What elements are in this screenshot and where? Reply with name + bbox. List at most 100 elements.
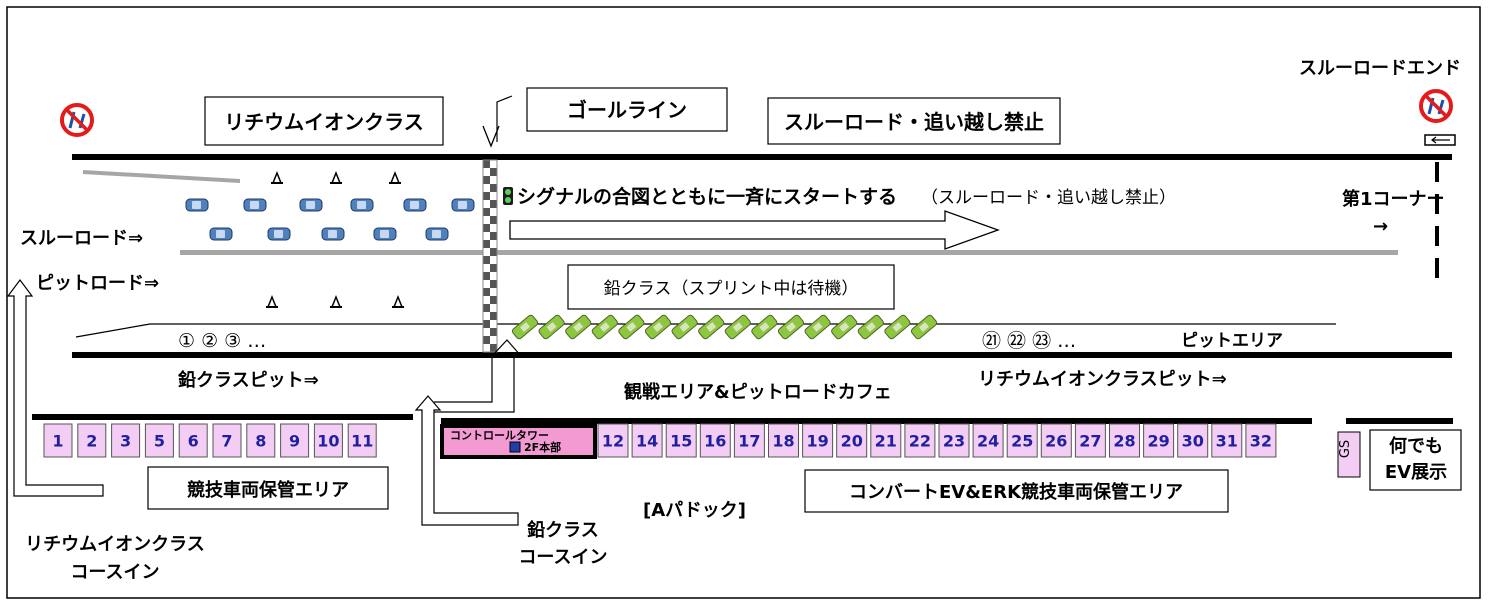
lithium-class-car-icon [243,198,267,212]
pylon-cone-icon [330,294,342,308]
paddock-number: 19 [806,432,828,451]
checker-cell [483,280,490,288]
checker-cell [483,248,490,256]
lead-class-cars [511,314,938,340]
pit-area-label: ピットエリア [1181,331,1283,351]
pylon-cones [266,170,404,308]
track-outer-edge [72,154,1452,160]
lead-class-car-icon [804,314,831,340]
lead-course-in-label-1: 鉛クラス [527,519,599,541]
through-no-pass-label: スルーロード・追い越し禁止 [784,110,1044,134]
pylon-cone-icon [392,294,404,308]
checker-border [482,159,498,353]
checker-cell [483,272,490,280]
checker-cell [483,176,490,184]
lithium-class-car-icon [350,198,374,212]
checker-cell [490,280,497,288]
paddock-slot: 8 [246,423,276,458]
pit-road-label: ピットロード⇒ [36,273,159,294]
paddock-number: 26 [1045,432,1067,451]
spectator-area-label: 観戦エリア&ピットロードカフェ [624,381,892,403]
lithium-class-box [204,96,444,146]
lead-class-car-icon [538,314,565,340]
paddock-number: 28 [1113,432,1135,451]
lead-class-car-icon [831,314,858,340]
pylon-cone-icon [389,170,401,184]
paddock-number: 29 [1147,432,1169,451]
lead-class-car-icon [751,314,778,340]
ev-display-label-2: EV展示 [1385,462,1447,483]
lithium-pit-label: リチウムイオンクラスピット⇒ [978,369,1227,390]
paddock-number: 14 [636,432,658,451]
paddock-number: 10 [317,432,339,451]
gs-label: GS [1338,440,1353,458]
paddock-slot: 28 [1109,423,1140,458]
convert-storage-box [804,469,1229,513]
checker-cell [483,168,490,176]
through-no-pass-box [767,97,1061,145]
paddock-slot: 22 [904,423,936,458]
checker-cell [490,208,497,216]
paddock-slot: 24 [972,423,1004,458]
lead-class-car-icon [565,314,592,340]
paddock-number: 20 [841,432,863,451]
lithium-class-car-icon [451,198,475,212]
track-inner-edge [72,352,1452,358]
through-road-merge-line [82,170,241,183]
checkered-goal-line [482,159,498,353]
paddock-slot: 21 [870,423,902,458]
through-road-label: スルーロード⇒ [20,228,143,249]
paddock-slot: 31 [1211,423,1243,458]
paddock-slot: 12 [597,423,629,458]
paddock-number: 16 [704,432,726,451]
gs-box [1337,431,1361,478]
lead-class-car-icon [671,314,698,340]
pylon-cone-icon [330,170,342,184]
goal-line-label: ゴールライン [567,98,687,122]
hq-label: 2F本部 [524,440,561,454]
paddock-number: 6 [188,432,199,451]
paddock-slot: 16 [699,423,731,458]
paddock-slot: 30 [1177,423,1209,458]
goal-line-box [526,87,728,132]
checker-cell [490,232,497,240]
diagram-frame [6,6,1481,599]
checker-cell [490,224,497,232]
start-direction-arrow [509,210,1000,250]
lithium-class-car-icon [267,227,291,241]
checker-cell [490,312,497,320]
checker-cell [490,288,497,296]
lithium-class-car-icon [425,227,449,241]
checker-cell [483,216,490,224]
lead-class-car-icon [910,314,938,340]
paddock-slot: 29 [1143,423,1175,458]
checker-cell [483,192,490,200]
checker-cell [483,200,490,208]
start-instruction-sub: （スルーロード・追い越し禁止） [921,188,1176,208]
checker-cell [490,240,497,248]
grid-numbers-lithium: ㉑ ㉒ ㉓ … [982,330,1076,352]
through-end-label: スルーロードエンド [1299,58,1461,79]
checker-cell [490,160,497,168]
ev-display-label-1: 何でも [1389,435,1443,457]
paddock-slot: 2 [77,423,107,458]
lead-class-wait-label: 鉛クラス（スプリント中は待機） [604,279,859,299]
checker-cell [483,304,490,312]
paddock-number: 30 [1182,432,1204,451]
lead-class-car-icon [511,314,539,340]
paddock-slot: 20 [836,423,868,458]
arrow-plate-icon [1424,134,1456,146]
checker-cell [483,160,490,168]
lead-pit-label: 鉛クラスピット⇒ [178,369,319,391]
first-corner-arrow: → [1373,216,1388,237]
checker-cell [490,328,497,336]
lead-class-car-icon [618,314,645,340]
checker-cell [490,264,497,272]
paddock-number: 3 [120,432,131,451]
paddock-slot: 19 [802,423,834,458]
checker-cell [483,320,490,328]
lithium-class-car-icon [373,227,397,241]
signal-light-icon [503,187,513,205]
